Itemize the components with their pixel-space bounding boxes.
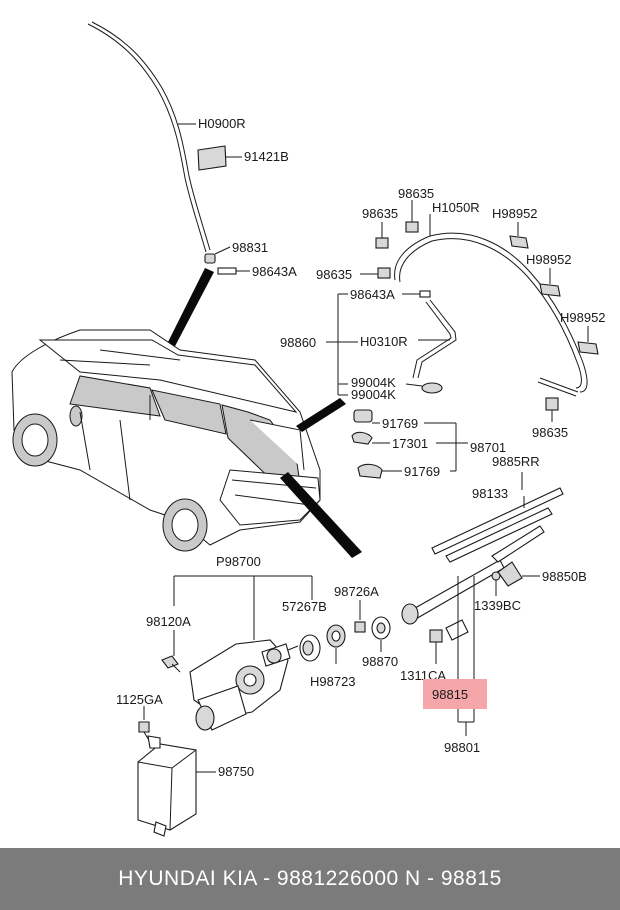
clip-98635-c bbox=[360, 267, 391, 279]
car-illustration bbox=[11, 329, 321, 552]
label-98635-d: 98635 bbox=[532, 425, 568, 440]
bracket-98801 bbox=[457, 576, 475, 736]
label-98850b: 98850B bbox=[542, 569, 587, 584]
label-91421b: 91421B bbox=[244, 149, 289, 164]
group-p98700 bbox=[173, 575, 313, 640]
group-98701 bbox=[351, 409, 468, 479]
label-9885rr: 9885RR bbox=[492, 454, 540, 469]
hose-h0310r bbox=[402, 290, 457, 394]
nut-98726a bbox=[354, 600, 366, 633]
label-98133: 98133 bbox=[472, 486, 508, 501]
washer-h98723 bbox=[326, 624, 346, 664]
label-h0310r: H0310R bbox=[360, 334, 408, 349]
label-91769-b: 91769 bbox=[404, 464, 440, 479]
label-98801: 98801 bbox=[444, 740, 480, 755]
label-h98952-a: H98952 bbox=[492, 206, 538, 221]
label-98635-b: 98635 bbox=[398, 186, 434, 201]
label-99004k-a: 99004K bbox=[351, 375, 396, 390]
label-98643a-mid: 98643A bbox=[350, 287, 395, 302]
label-h1050r: H1050R bbox=[432, 200, 480, 215]
label-98635-c: 98635 bbox=[316, 267, 352, 282]
clip-98635-a bbox=[375, 222, 389, 249]
wiper-arm bbox=[401, 525, 545, 625]
footer-text: HYUNDAI KIA - 9881226000 N - 98815 bbox=[118, 867, 502, 890]
highlight-98815 bbox=[423, 679, 487, 709]
part-98643a-top bbox=[217, 267, 250, 275]
grommet-57267b bbox=[299, 634, 321, 662]
module-98750 bbox=[137, 735, 216, 837]
parts-diagram: H0900R 91421B 98831 98643A H1050R 98635 … bbox=[11, 21, 606, 837]
label-98860: 98860 bbox=[280, 335, 316, 350]
cap-98815 bbox=[445, 619, 469, 678]
clip-h98952-c bbox=[577, 326, 599, 355]
pointer-wedge-rear-top bbox=[296, 398, 346, 432]
label-98750: 98750 bbox=[218, 764, 254, 779]
label-98120a: 98120A bbox=[146, 614, 191, 629]
part-91421b bbox=[197, 145, 242, 171]
footer-bar: HYUNDAI KIA - 9881226000 N - 98815 bbox=[0, 848, 620, 910]
label-h98952-b: H98952 bbox=[526, 252, 572, 267]
label-98726a: 98726A bbox=[334, 584, 379, 599]
label-98635-a: 98635 bbox=[362, 206, 398, 221]
clip-h98952-b bbox=[539, 268, 561, 297]
clip-h98952-a bbox=[509, 222, 529, 249]
label-h98723: H98723 bbox=[310, 674, 356, 689]
pointer-wedge-rear-bottom bbox=[280, 472, 362, 558]
wiper-blade-9885rr bbox=[431, 472, 564, 563]
nut-1311ca bbox=[429, 629, 443, 664]
wiper-motor bbox=[189, 639, 299, 731]
label-1125ga: 1125GA bbox=[116, 692, 163, 707]
washer-hose-h0900r bbox=[87, 21, 211, 253]
grommet-98870 bbox=[371, 616, 391, 652]
label-57267b: 57267B bbox=[282, 599, 327, 614]
label-98643a-top: 98643A bbox=[252, 264, 297, 279]
clip-98635-d bbox=[545, 397, 559, 422]
label-91769-a: 91769 bbox=[382, 416, 418, 431]
label-98701: 98701 bbox=[470, 440, 506, 455]
washer-hose-h1050r bbox=[394, 214, 588, 397]
label-98870: 98870 bbox=[362, 654, 398, 669]
label-p98700: P98700 bbox=[216, 554, 261, 569]
label-17301: 17301 bbox=[392, 436, 428, 451]
label-h0900r: H0900R bbox=[198, 116, 246, 131]
group-98860 bbox=[326, 293, 358, 396]
label-1339bc: 1339BC bbox=[474, 598, 521, 613]
label-98831: 98831 bbox=[232, 240, 268, 255]
label-98815: 98815 bbox=[432, 687, 468, 702]
clip-98635-b bbox=[405, 200, 419, 233]
label-99004k-b: 99004K bbox=[351, 387, 396, 402]
label-h98952-c: H98952 bbox=[560, 310, 606, 325]
bolt-98120a bbox=[161, 630, 181, 673]
part-98831 bbox=[204, 246, 231, 264]
